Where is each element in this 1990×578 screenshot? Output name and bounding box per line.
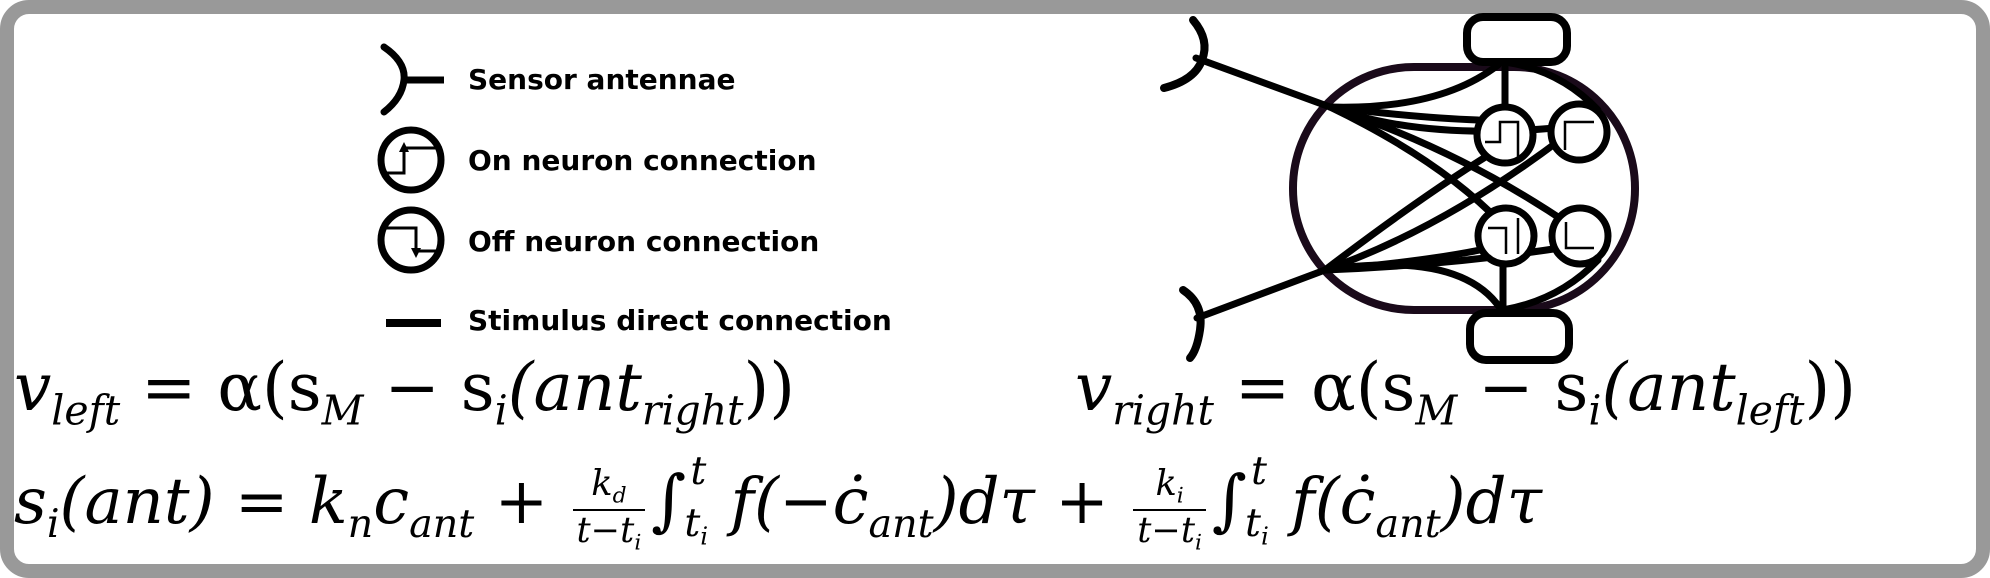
s-i-plus2: + — [1034, 465, 1130, 540]
integrand-2-end: )dτ — [1440, 465, 1543, 540]
v-left-lhs: v — [14, 349, 52, 426]
frac1-num-sub: d — [612, 483, 627, 509]
frac2-den-sub: i — [1195, 531, 1202, 557]
integral-2-upper: t — [1251, 448, 1267, 494]
frac1-num: k — [591, 463, 613, 504]
v-right-minus: − s — [1457, 349, 1589, 426]
v-right-close: )) — [1804, 349, 1857, 426]
integral-1-symbol: ∫ — [651, 461, 687, 540]
s-i-lhs: s — [14, 465, 47, 540]
bottom-wheel — [1466, 309, 1573, 364]
robot-body — [1289, 63, 1639, 314]
integral-1-upper: t — [690, 448, 707, 494]
v-right-rhs-prefix: = α(s — [1234, 349, 1416, 426]
integrand-2: f(ċ — [1291, 465, 1376, 540]
s-i-plus1: + — [474, 465, 569, 540]
s-i-lhs-sub: i — [46, 500, 60, 547]
integral-1-lower-var: t — [684, 500, 701, 546]
v-left-sub-m: M — [321, 386, 364, 435]
off-neuron-icon — [377, 206, 445, 274]
equation-v-left: vleft = α(sM − si(antright)) — [14, 355, 795, 431]
v-right-lhs: v — [1075, 349, 1113, 426]
integral-2-lower-sub: i — [1260, 521, 1269, 551]
frac1-den: t−t — [576, 510, 635, 552]
v-right-open: (ant — [1601, 349, 1736, 426]
v-left-sub-ant: right — [641, 386, 744, 435]
top-wheel — [1463, 13, 1571, 66]
v-right-lhs-sub: right — [1112, 386, 1214, 435]
v-left-open: (ant — [507, 349, 642, 426]
v-right-sub-m: M — [1415, 386, 1458, 435]
robot-on-neuron-top-left — [1473, 103, 1537, 167]
antenna-bottom-icon — [1179, 286, 1205, 362]
antenna-top-icon — [1160, 16, 1209, 92]
s-i-kn-sub: n — [347, 500, 374, 547]
s-i-lhs-arg: (ant) = k — [59, 465, 348, 540]
robot-off-neuron-bottom-right — [1548, 204, 1612, 268]
integral-1-lower-sub: i — [700, 521, 709, 551]
v-left-close: )) — [743, 349, 796, 426]
integral-2-symbol: ∫ — [1212, 461, 1248, 540]
legend-label-on-neuron: On neuron connection — [468, 144, 817, 177]
equation-v-right: vright = α(sM − si(antleft)) — [1075, 355, 1856, 431]
integral-1-lower: ti — [684, 503, 709, 551]
robot-off-neuron-bottom-left — [1474, 204, 1538, 268]
v-left-minus: − s — [363, 349, 495, 426]
v-left-sub-i: i — [494, 386, 508, 435]
legend-label-off-neuron: Off neuron connection — [468, 225, 820, 258]
integrand-1-end: )dτ — [933, 465, 1035, 540]
frac1-den-sub: i — [634, 531, 642, 557]
v-left-lhs-sub: left — [51, 386, 121, 435]
integral-2-lower-var: t — [1245, 500, 1261, 546]
integrand-2-sub: ant — [1375, 500, 1441, 547]
v-right-sub-i: i — [1588, 386, 1602, 435]
integrand-1: f(−ċ — [730, 465, 869, 540]
sensor-antenna-icon — [380, 43, 444, 116]
legend-label-direct: Stimulus direct connection — [468, 304, 892, 337]
integral-2-lower: ti — [1245, 503, 1269, 551]
v-left-rhs-prefix: = α(s — [141, 349, 322, 426]
frac2-num-sub: i — [1176, 483, 1184, 509]
s-i-c: c — [373, 465, 410, 540]
s-i-c-sub: ant — [409, 500, 475, 547]
robot-on-neuron-top-right — [1547, 100, 1611, 164]
integrand-1-sub: ant — [868, 500, 934, 547]
on-neuron-icon — [377, 126, 445, 194]
legend-label-sensor: Sensor antennae — [468, 63, 736, 96]
v-right-sub-ant: left — [1735, 386, 1805, 435]
frac2-den: t−t — [1137, 510, 1196, 552]
frac2-num: k — [1155, 463, 1177, 504]
